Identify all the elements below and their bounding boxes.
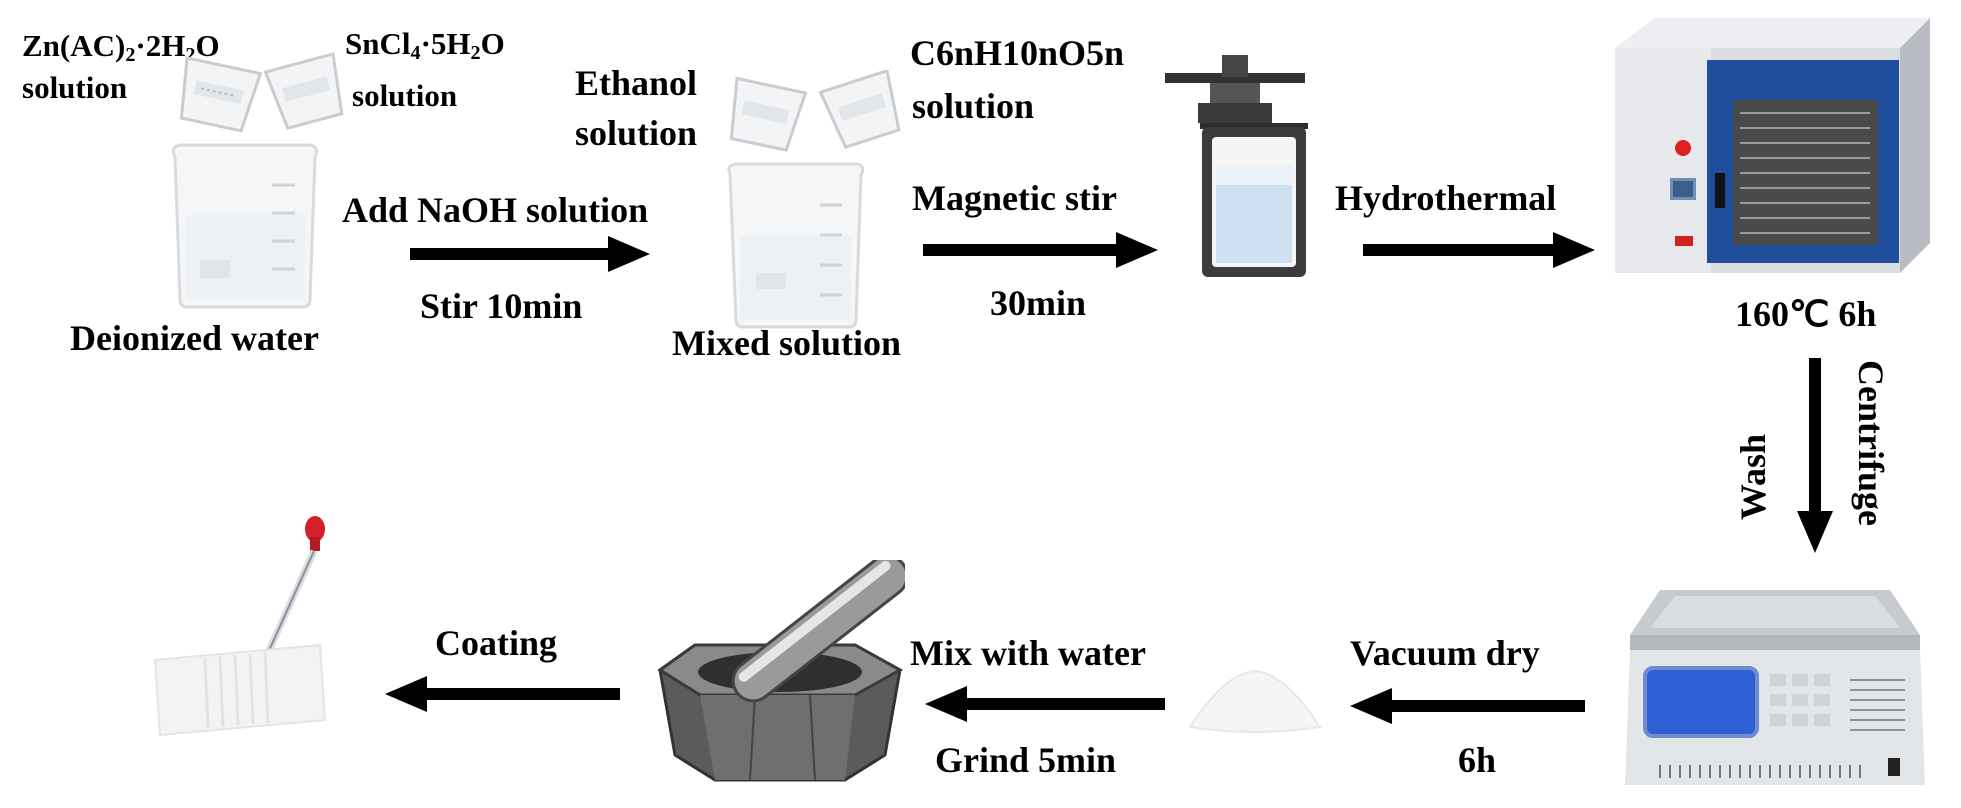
sncl4-solution-label: solution <box>352 78 458 113</box>
zn-acetate-solution-label: solution <box>22 70 128 105</box>
deionized-water-beaker-icon <box>171 143 319 309</box>
arrow-step-5 <box>1350 688 1585 724</box>
arrow-step-2 <box>923 232 1158 268</box>
cellulose-solution-label: solution <box>912 86 1035 126</box>
wash-label: Wash <box>1733 433 1773 520</box>
mix-water-label: Mix with water <box>910 633 1146 673</box>
arrow-step-3 <box>1363 232 1595 268</box>
ethanol-solution-label: solution <box>575 113 698 153</box>
zn-acetate-label: Zn(AC)2·2H2O <box>22 28 220 67</box>
cellulose-label: C6nH10nO5n <box>910 33 1125 73</box>
powder-pile-icon <box>1188 669 1322 733</box>
dry-time-label: 6h <box>1458 740 1497 780</box>
arrow-step-1 <box>410 236 650 272</box>
centrifuge-icon <box>1625 590 1925 785</box>
arrow-step-6 <box>925 686 1165 722</box>
mixed-solution-label: Mixed solution <box>672 323 902 363</box>
vacuum-dry-label: Vacuum dry <box>1350 633 1540 673</box>
coated-substrate-icon <box>153 643 327 737</box>
add-naoh-label: Add NaOH solution <box>342 190 649 230</box>
deionized-water-label: Deionized water <box>70 318 319 358</box>
oven-icon <box>1615 18 1930 273</box>
pipette-icon <box>263 516 325 657</box>
sncl4-label: SnCl4·5H2O <box>345 26 505 65</box>
coating-label: Coating <box>435 623 558 663</box>
sn-pour-cup-icon <box>263 52 344 131</box>
oven-condition-label: 160℃ 6h <box>1735 294 1877 334</box>
magnetic-stir-label: Magnetic stir <box>912 178 1117 218</box>
mortar-pestle-icon <box>657 560 905 782</box>
grind-label: Grind 5min <box>935 740 1117 780</box>
cellulose-pour-cup-icon <box>818 70 901 150</box>
ethanol-label: Ethanol <box>575 63 698 103</box>
hydrothermal-label: Hydrothermal <box>1335 178 1557 218</box>
autoclave-icon <box>1165 55 1308 277</box>
ethanol-pour-cup-icon <box>729 76 808 152</box>
arrow-step-7 <box>385 676 620 712</box>
zn-pour-cup-icon <box>179 56 263 133</box>
mixed-solution-beaker-icon <box>727 162 865 329</box>
stir-10min-label: Stir 10min <box>420 286 583 326</box>
stir-30min-label: 30min <box>990 283 1087 323</box>
centrifuge-label: Centrifuge <box>1851 360 1891 526</box>
arrow-step-4-down <box>1797 358 1833 553</box>
